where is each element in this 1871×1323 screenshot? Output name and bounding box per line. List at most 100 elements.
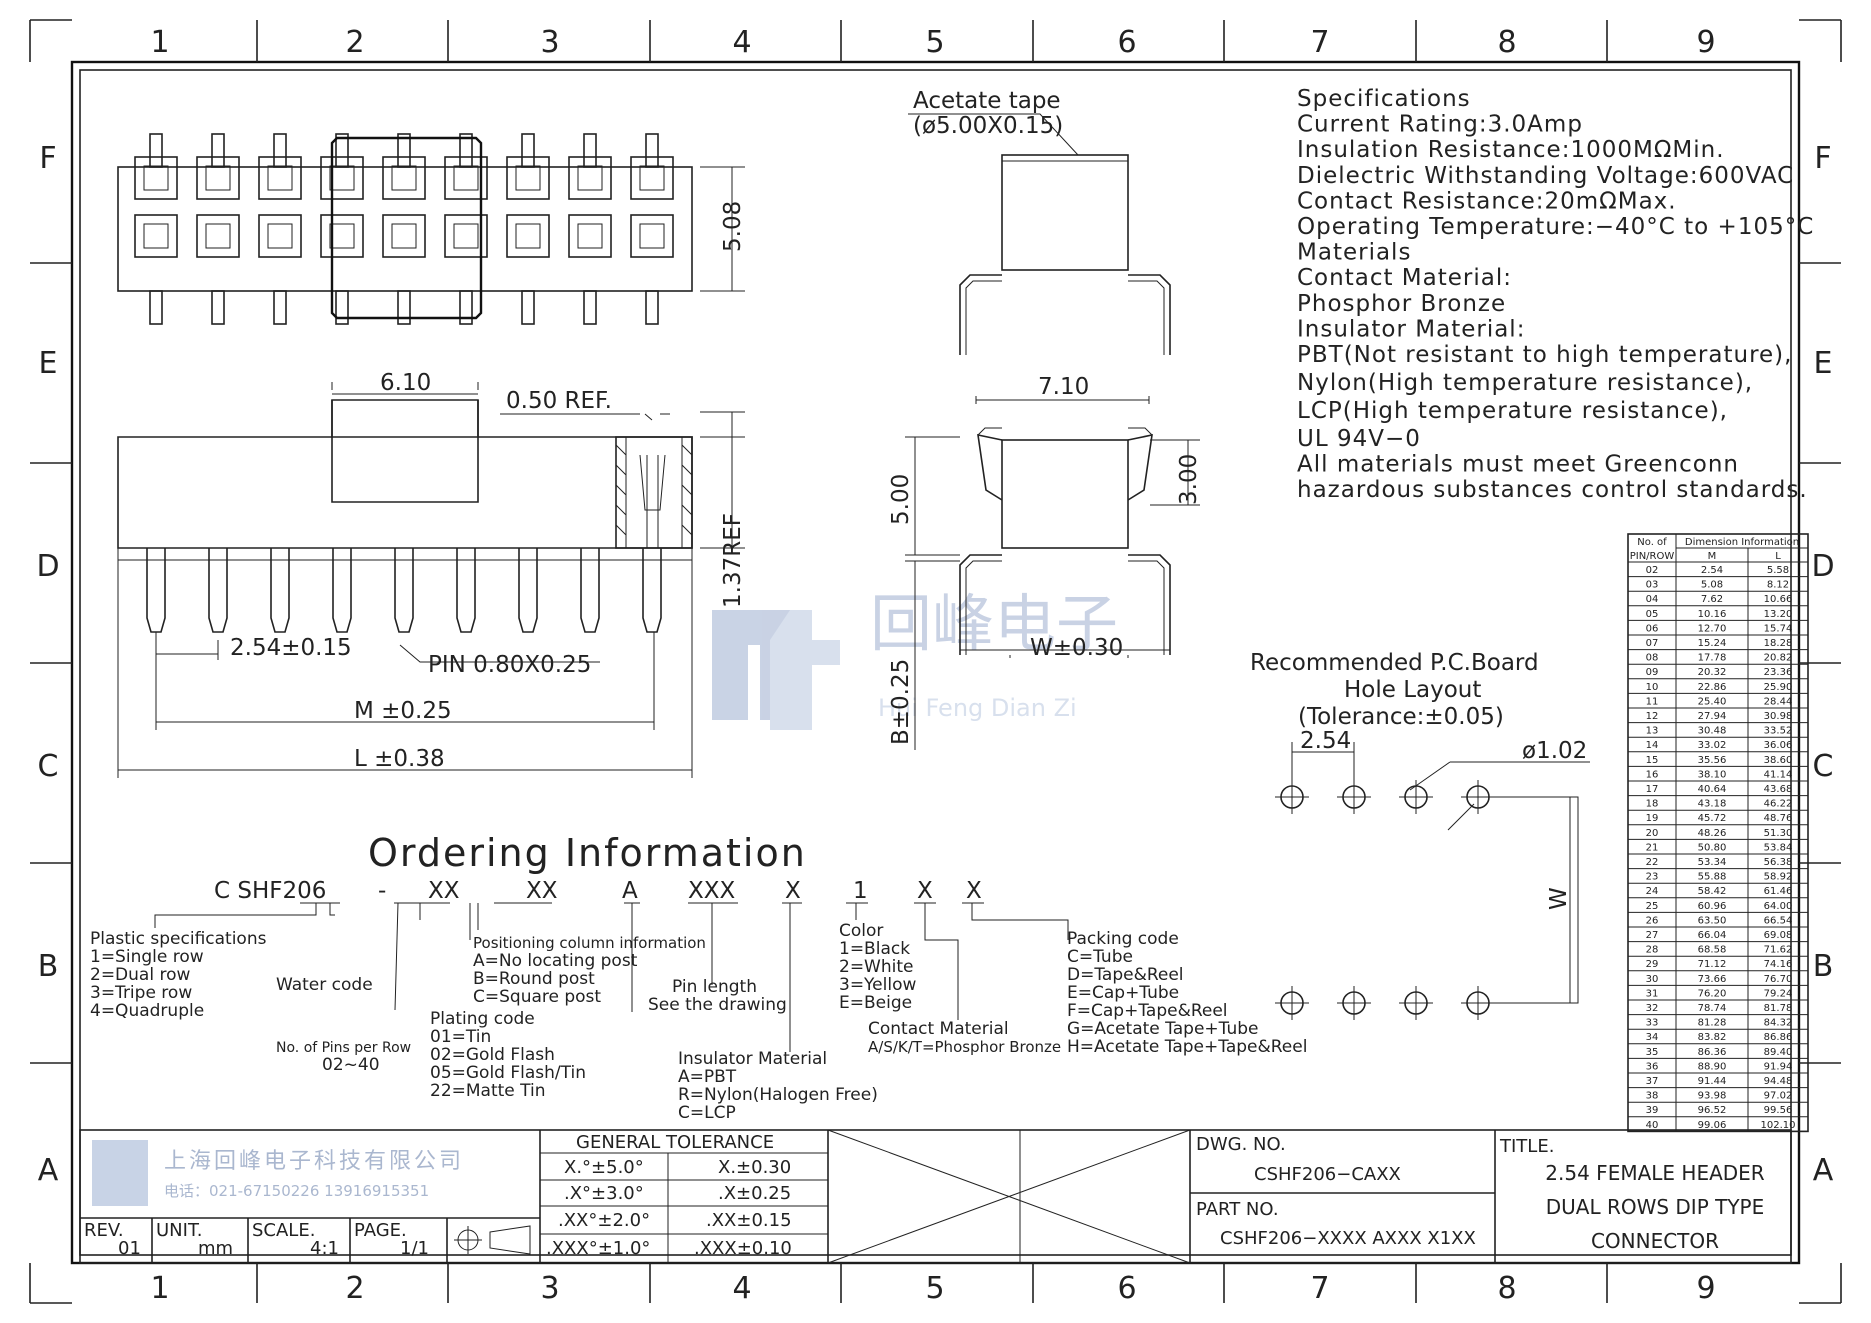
positioning-3: C=Square post bbox=[473, 987, 601, 1007]
pcb-hole-center bbox=[1275, 986, 1309, 1020]
table-cell: 46.22 bbox=[1764, 799, 1793, 810]
table-cell: 7.62 bbox=[1701, 594, 1723, 605]
dim-0-50-ref: 0.50 REF. bbox=[506, 388, 612, 414]
pin-stub bbox=[273, 290, 287, 325]
table-cell: 71.12 bbox=[1698, 959, 1727, 970]
contact-cell bbox=[196, 214, 240, 258]
pin-stub bbox=[397, 133, 411, 168]
table-cell: 89.40 bbox=[1764, 1047, 1793, 1058]
code-series: C SHF206 bbox=[214, 878, 326, 904]
contact-cell-inner bbox=[143, 165, 169, 191]
table-cell: 22 bbox=[1646, 857, 1659, 868]
table-cell: 61.46 bbox=[1764, 886, 1793, 897]
tol-lin-2: .XX±0.15 bbox=[706, 1210, 792, 1231]
col-label: 3 bbox=[540, 25, 559, 60]
water-code: Water code bbox=[276, 975, 373, 995]
zone-labels: 1 2 3 4 5 6 7 8 9 1 2 3 4 5 6 7 8 9 F E … bbox=[36, 25, 1834, 1306]
table-cell: 99.06 bbox=[1698, 1120, 1727, 1131]
table-cell: 04 bbox=[1646, 594, 1659, 605]
code-1: 1 bbox=[853, 878, 868, 904]
insulator-2: R=Nylon(Halogen Free) bbox=[678, 1085, 878, 1105]
table-cell: 32 bbox=[1646, 1003, 1659, 1014]
pin-stub bbox=[645, 133, 659, 168]
table-cell: 97.02 bbox=[1764, 1091, 1793, 1102]
table-cell: 43.68 bbox=[1764, 784, 1793, 795]
contact-cell-inner bbox=[329, 165, 355, 191]
table-cell: 03 bbox=[1646, 580, 1659, 591]
table-cell: 2.54 bbox=[1701, 565, 1723, 576]
spec-line: Contact Resistance:20mΩMax. bbox=[1297, 188, 1677, 214]
table-header: Dimension Information bbox=[1685, 537, 1799, 548]
table-cell: 12 bbox=[1646, 711, 1659, 722]
table-cell: 74.16 bbox=[1764, 959, 1793, 970]
pin-stub bbox=[459, 133, 473, 168]
code-xx2: XX bbox=[526, 878, 558, 904]
table-cell: 66.04 bbox=[1698, 930, 1727, 941]
company-phone: 电话：021-67150226 13916915351 bbox=[164, 1182, 429, 1200]
spec-line: Current Rating:3.0Amp bbox=[1297, 112, 1583, 138]
packing-3: E=Cap+Tube bbox=[1067, 983, 1179, 1003]
table-cell: 69.08 bbox=[1764, 930, 1793, 941]
pcb-title: Recommended P.C.Board bbox=[1250, 650, 1539, 676]
row-label: E bbox=[39, 346, 58, 381]
spec-line: Operating Temperature:−40°C to +105°C bbox=[1297, 214, 1814, 240]
row-label: F bbox=[1814, 141, 1831, 176]
pin-stub bbox=[397, 290, 411, 325]
rev-value: 01 bbox=[118, 1238, 141, 1259]
packing-1: C=Tube bbox=[1067, 947, 1133, 967]
dim-7-10: 7.10 bbox=[1038, 374, 1089, 400]
ordering-title: Ordering Information bbox=[368, 831, 807, 875]
pin-stub bbox=[459, 290, 473, 325]
part-label: PART NO. bbox=[1196, 1199, 1279, 1220]
contact-cell-inner bbox=[267, 165, 293, 191]
table-cell: 20.32 bbox=[1698, 667, 1727, 678]
side-pin bbox=[270, 548, 290, 633]
table-cell: 38.10 bbox=[1698, 769, 1727, 780]
table-cell: 5.08 bbox=[1701, 580, 1723, 591]
watermark-en: Hui Feng Dian Zi bbox=[878, 694, 1077, 722]
ordering-information: Ordering Information C SHF206 - XX XX A … bbox=[90, 831, 1307, 1123]
color-1: 1=Black bbox=[839, 939, 910, 959]
contact-cell bbox=[630, 156, 674, 200]
table-cell: 55.88 bbox=[1698, 872, 1727, 883]
contact-cell-inner bbox=[453, 223, 479, 249]
table-cell: 33 bbox=[1646, 1018, 1659, 1029]
table-cell: 93.98 bbox=[1698, 1091, 1727, 1102]
pcb-holes bbox=[1275, 780, 1495, 1020]
table-cell: 51.30 bbox=[1764, 828, 1793, 839]
packing-6: H=Acetate Tape+Tape&Reel bbox=[1067, 1037, 1307, 1057]
code-x2: X bbox=[917, 878, 933, 904]
dwg-label: DWG. NO. bbox=[1196, 1134, 1286, 1155]
contact-0: Contact Material bbox=[868, 1019, 1009, 1039]
top-view: 5.08 bbox=[117, 133, 746, 325]
contact-cell bbox=[506, 156, 550, 200]
color-3: 3=Yellow bbox=[839, 975, 916, 995]
spec-line: Nylon(High temperature resistance), bbox=[1297, 370, 1753, 396]
title-line-1: 2.54 FEMALE HEADER bbox=[1545, 1161, 1764, 1185]
pinlen-0: Pin length bbox=[672, 977, 757, 997]
col-label: 9 bbox=[1696, 1271, 1715, 1306]
side-pin bbox=[456, 548, 476, 633]
contact-cell bbox=[630, 214, 674, 258]
scale-value: 4:1 bbox=[310, 1238, 339, 1259]
table-cell: 25 bbox=[1646, 901, 1659, 912]
tol-ang-0: X.°±5.0° bbox=[564, 1157, 644, 1178]
pin-stub bbox=[211, 133, 225, 168]
code-dash: - bbox=[378, 878, 386, 904]
tol-lin-0: X.±0.30 bbox=[718, 1157, 791, 1178]
unit-label: UNIT. bbox=[156, 1220, 203, 1241]
spec-line: UL 94V−0 bbox=[1297, 426, 1421, 452]
pcb-subtitle: Hole Layout bbox=[1344, 677, 1481, 703]
pcb-w: W bbox=[1546, 887, 1572, 910]
contact-cell bbox=[568, 156, 612, 200]
spec-line: Insulator Material: bbox=[1297, 316, 1525, 342]
table-cell: 09 bbox=[1646, 667, 1659, 678]
color-2: 2=White bbox=[839, 957, 914, 977]
contact-cell bbox=[320, 214, 364, 258]
side-view: 6.10 0.50 REF. 1.37REF 2.54±0.15 PIN 0.8… bbox=[117, 370, 746, 778]
table-cell: 22.86 bbox=[1698, 682, 1727, 693]
table-cell: 56.38 bbox=[1764, 857, 1793, 868]
contact-cell bbox=[196, 156, 240, 200]
table-cell: 18.28 bbox=[1764, 638, 1793, 649]
table-cell: 5.58 bbox=[1767, 565, 1789, 576]
